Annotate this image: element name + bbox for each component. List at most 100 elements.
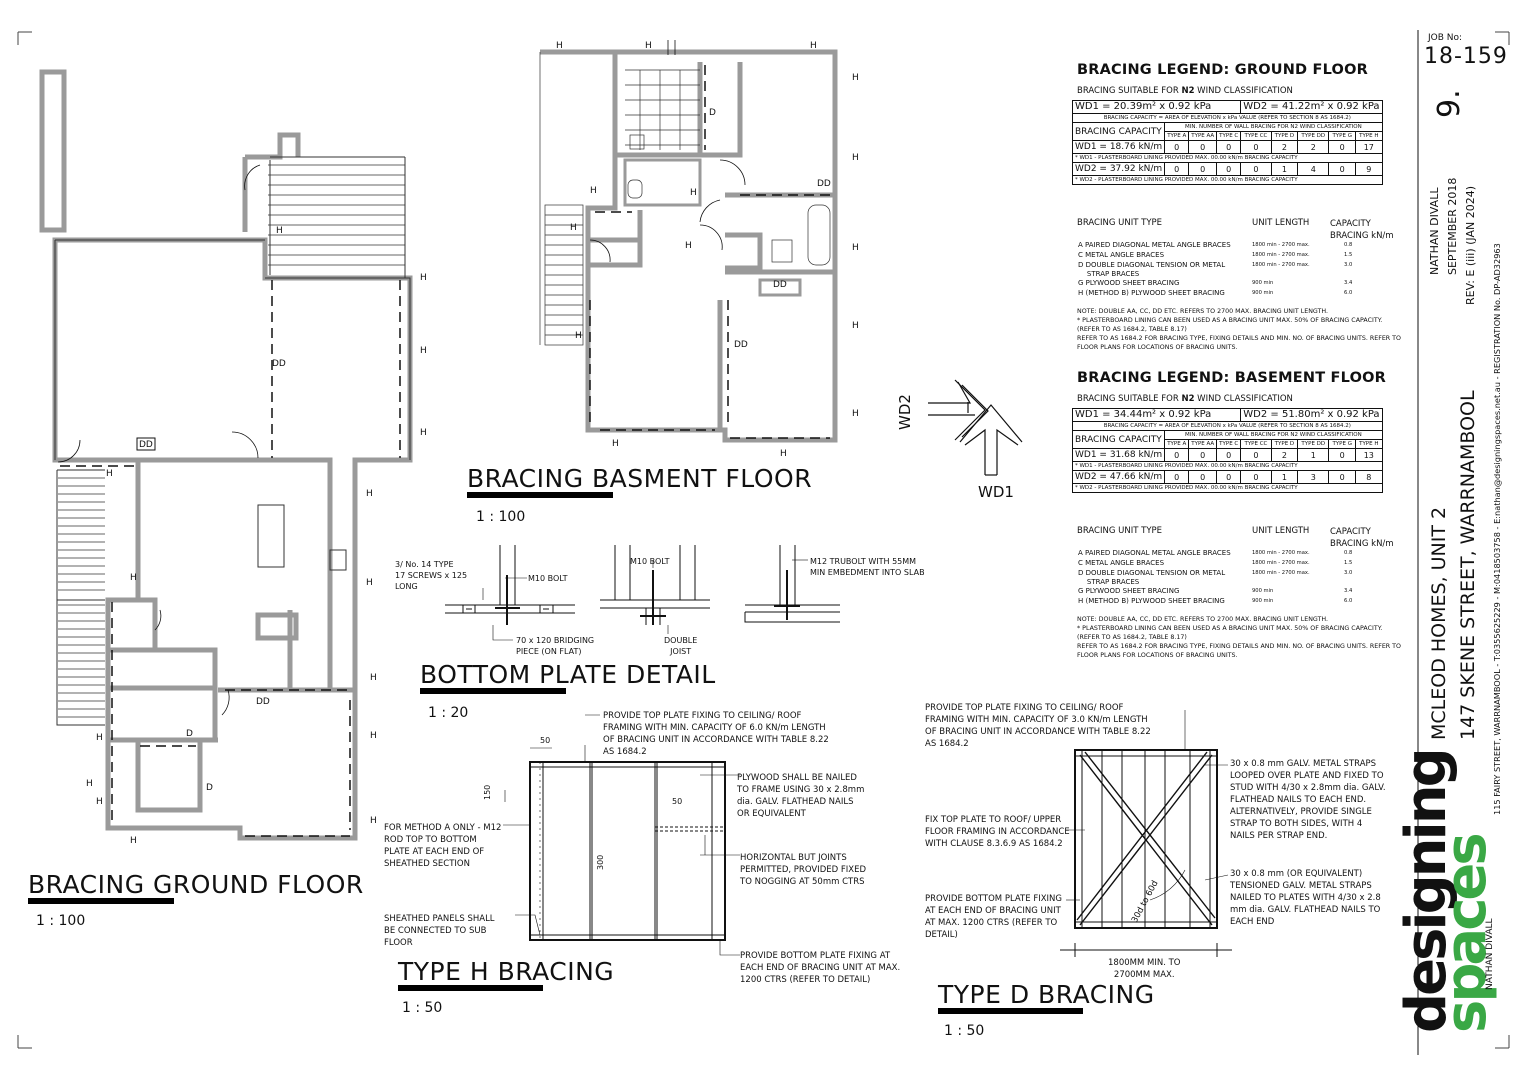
project-address: 147 SKENE STREET, WARRNAMBOOL: [1457, 390, 1479, 740]
wd2-count: 0: [1240, 470, 1272, 484]
unit-type-length: 1800 min - 2700 max.: [1252, 242, 1310, 248]
wd1-count: 0: [1216, 140, 1242, 154]
table-row: BRACING CAPACITY = AREA OF ELEVATION x k…: [1072, 421, 1383, 431]
wd1-count: 0: [1188, 140, 1218, 154]
wd1-count: 0: [1188, 448, 1218, 462]
note-trubolt: M12 TRUBOLT WITH 55MM MIN EMBEDMENT INTO…: [810, 557, 925, 577]
plan-label-dd: DD: [817, 179, 831, 189]
wd1-count: 0: [1164, 140, 1190, 154]
type-header: TYPE D: [1270, 439, 1299, 449]
scale-type-d: 1 : 50: [944, 1023, 985, 1039]
title-basement-floor: BRACING BASMENT FLOOR: [467, 464, 813, 493]
wd1-capacity: WD1 = 31.68 kN/m: [1071, 448, 1166, 462]
plan-label-h: H: [852, 321, 859, 331]
unit-type-name: H (METHOD B) PLYWOOD SHEET BRACING: [1078, 597, 1225, 605]
min-number-label: MIN. NUMBER OF WALL BRACING FOR N2 WIND …: [1164, 430, 1383, 440]
note-bridging: 70 x 120 BRIDGING PIECE (ON FLAT): [516, 636, 595, 656]
unit-type-capacity: 0.8: [1344, 550, 1353, 556]
revision: REV: E (iii) (JAN 2024): [1464, 186, 1477, 305]
plan-label-h: H: [852, 243, 859, 253]
wd2-count: 0: [1216, 470, 1242, 484]
legend-wind-prefix: BRACING SUITABLE FOR: [1077, 394, 1182, 404]
wd1-count: 0: [1240, 448, 1272, 462]
type-d-bracing-frame: [1060, 710, 1232, 957]
type-header: TYPE C: [1216, 131, 1242, 141]
dim-150: 150: [483, 784, 492, 800]
wd1-count: 13: [1355, 448, 1383, 462]
scale-basement-floor: 1 : 100: [476, 509, 526, 525]
legend-title: BRACING LEGEND: GROUND FLOOR: [1077, 62, 1368, 78]
wd2-count: 0: [1188, 162, 1218, 176]
table-row: * WD2 - PLASTERBOARD LINING PROVIDED MAX…: [1072, 175, 1383, 185]
unit-type-length: 1800 min - 2700 max.: [1252, 550, 1310, 556]
unit-length-header: UNIT LENGTH: [1252, 526, 1310, 536]
wd2-count: 1: [1270, 162, 1299, 176]
wd2-note: * WD2 - PLASTERBOARD LINING PROVIDED MAX…: [1072, 483, 1383, 493]
plan-label-h: H: [130, 836, 137, 846]
wd2-count: 0: [1328, 162, 1357, 176]
unit-type-capacity: 1.5: [1344, 560, 1353, 566]
unit-type-name: C METAL ANGLE BRACES: [1078, 251, 1165, 259]
wd1-count: 1: [1297, 448, 1330, 462]
table-row: BRACING CAPACITY = AREA OF ELEVATION x k…: [1072, 113, 1383, 123]
wd2-formula: WD2 = 51.80m² x 0.92 kPa: [1240, 408, 1383, 422]
note-d-bottom-fix: PROVIDE BOTTOM PLATE FIXING AT EACH END …: [925, 894, 1062, 940]
wd2-count: 1: [1270, 470, 1299, 484]
title-bottom-plate: BOTTOM PLATE DETAIL: [420, 660, 716, 689]
wd1-formula: WD1 = 34.44m² x 0.92 kPa: [1071, 408, 1242, 422]
table-row: * WD1 - PLASTERBOARD LINING PROVIDED MAX…: [1072, 461, 1383, 471]
unit-type-length: 900 min: [1252, 588, 1274, 594]
unit-length-header: UNIT LENGTH: [1252, 218, 1310, 228]
plan-label-h: H: [86, 779, 93, 789]
unit-type-capacity: 0.8: [1344, 242, 1353, 248]
unit-type-capacity: 3.0: [1344, 262, 1353, 268]
plan-label-h: H: [366, 489, 373, 499]
unit-type-length: 900 min: [1252, 280, 1274, 286]
unit-type-name: G PLYWOOD SHEET BRACING: [1078, 279, 1180, 287]
type-header: TYPE AA: [1188, 131, 1218, 141]
unit-type-name: H (METHOD B) PLYWOOD SHEET BRACING: [1078, 289, 1225, 297]
plan-label-h: H: [370, 673, 377, 683]
plan-label-h: H: [420, 428, 427, 438]
legend-wind-class: BRACING SUITABLE FOR N2 WIND CLASSIFICAT…: [1077, 394, 1293, 404]
project-client: MCLEOD HOMES, UNIT 2: [1428, 506, 1450, 740]
wd1-count: 0: [1240, 140, 1272, 154]
unit-type-length: 1800 min - 2700 max.: [1252, 560, 1310, 566]
plan-label-dd: DD: [139, 440, 153, 450]
ground-floor-plan: [39, 69, 413, 841]
plan-label-d: D: [186, 729, 193, 739]
legend-wind-bold: N2: [1181, 394, 1195, 404]
designer-name: NATHAN DIVALL: [1428, 187, 1441, 275]
note-m10-bolt: M10 BOLT: [630, 557, 670, 566]
wd2-count: 0: [1216, 162, 1242, 176]
plan-label-dd: DD: [734, 340, 748, 350]
wd1-note: * WD1 - PLASTERBOARD LINING PROVIDED MAX…: [1072, 153, 1383, 163]
wd2-count: 3: [1297, 470, 1330, 484]
note-d-tensioned: 30 x 0.8 mm (OR EQUIVALENT) TENSIONED GA…: [1230, 869, 1381, 927]
job-number-label: JOB No:: [1428, 33, 1463, 43]
wd1-count: 2: [1270, 140, 1299, 154]
title-type-h: TYPE H BRACING: [398, 957, 615, 986]
legend-wind-prefix: BRACING SUITABLE FOR: [1077, 86, 1182, 96]
plan-label-h: H: [612, 439, 619, 449]
unit-type-name: G PLYWOOD SHEET BRACING: [1078, 587, 1180, 595]
note-double-joist: DOUBLE JOIST: [664, 636, 698, 656]
capacity-header: CAPACITY BRACING kN/m: [1330, 527, 1394, 549]
dim-50: 50: [672, 797, 683, 806]
unit-type-header: BRACING UNIT TYPE: [1077, 526, 1163, 536]
unit-type-capacity: 3.4: [1344, 280, 1353, 286]
note-h-sheathed: SHEATHED PANELS SHALL BE CONNECTED TO SU…: [384, 914, 495, 948]
wind-label-wd2: WD2: [896, 394, 914, 430]
wd2-count: 9: [1355, 162, 1383, 176]
plan-label-h: H: [810, 41, 817, 51]
plan-label-h: H: [96, 797, 103, 807]
capacity-label: BRACING CAPACITY: [1071, 430, 1166, 449]
unit-type-length: 1800 min - 2700 max.: [1252, 262, 1310, 268]
unit-type-length: 900 min: [1252, 598, 1274, 604]
wd2-formula: WD2 = 41.22m² x 0.92 kPa: [1240, 100, 1383, 114]
type-header: TYPE H: [1355, 131, 1383, 141]
plan-label-h: H: [685, 241, 692, 251]
table-row: * WD2 - PLASTERBOARD LINING PROVIDED MAX…: [1072, 483, 1383, 493]
wd2-count: 0: [1328, 470, 1357, 484]
